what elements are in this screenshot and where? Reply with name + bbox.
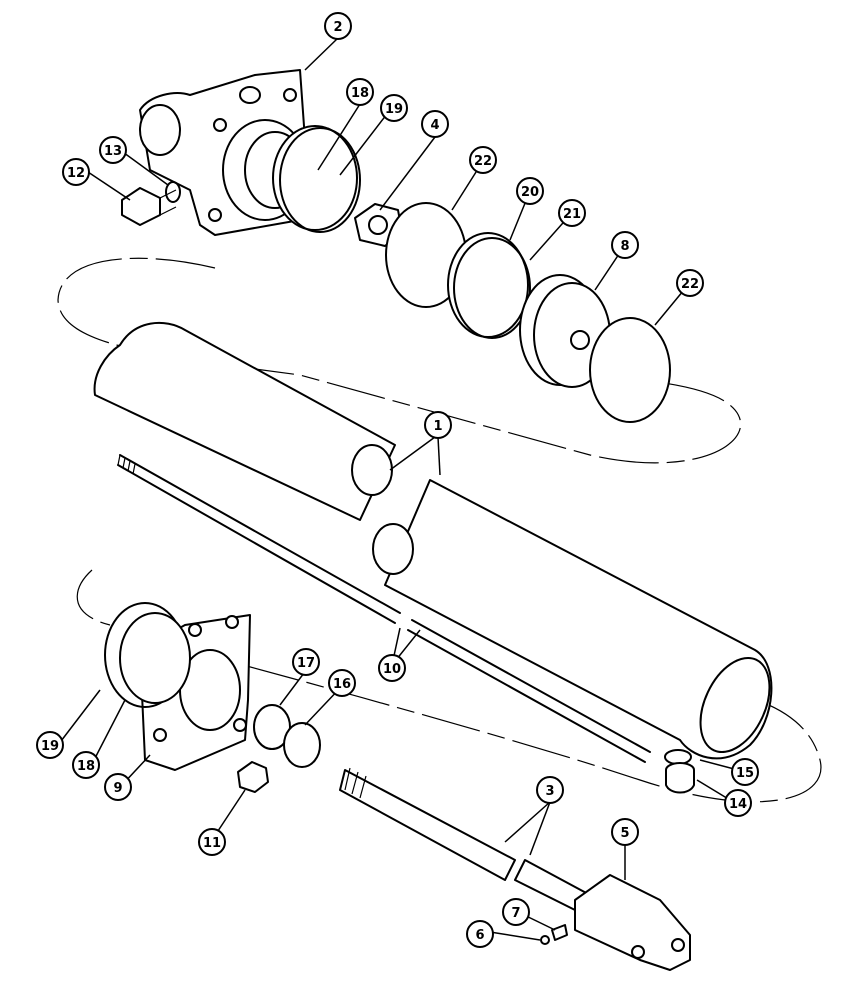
grease-fitting-7 — [551, 924, 568, 941]
svg-text:10: 10 — [383, 662, 401, 677]
head-end-cap — [139, 69, 308, 236]
svg-text:4: 4 — [430, 118, 439, 133]
hex-nut-11 — [237, 761, 269, 793]
callout-3: 3 — [536, 776, 564, 804]
callout-7: 7 — [502, 898, 530, 926]
backup-ring-22-b — [589, 317, 671, 423]
seal-ring-18-rod — [119, 612, 191, 704]
plug-12 — [121, 187, 177, 226]
callout-22-b: 22 — [676, 269, 704, 297]
svg-text:9: 9 — [113, 781, 122, 796]
callout-6: 6 — [466, 920, 494, 948]
svg-text:15: 15 — [736, 766, 754, 781]
svg-text:7: 7 — [511, 906, 520, 921]
o-ring-13 — [165, 181, 181, 203]
callout-21: 21 — [558, 199, 586, 227]
piston-rod — [339, 767, 591, 916]
svg-text:20: 20 — [521, 185, 539, 200]
svg-text:22: 22 — [474, 154, 492, 169]
callout-4: 4 — [421, 110, 449, 138]
svg-text:14: 14 — [729, 797, 747, 812]
callout-11: 11 — [198, 828, 226, 856]
callout-22-a: 22 — [469, 146, 497, 174]
svg-text:3: 3 — [545, 784, 554, 799]
callout-19-rod: 19 — [36, 731, 64, 759]
svg-text:13: 13 — [104, 144, 122, 159]
port-plug-14 — [665, 762, 695, 794]
callout-12: 12 — [62, 158, 90, 186]
seal-17 — [253, 704, 291, 750]
callout-18-rod: 18 — [72, 751, 100, 779]
callout-16: 16 — [328, 669, 356, 697]
set-screw-6 — [540, 935, 550, 945]
callout-2: 2 — [324, 12, 352, 40]
svg-text:12: 12 — [67, 166, 85, 181]
tie-rod — [117, 454, 651, 763]
svg-text:2: 2 — [333, 20, 342, 35]
svg-text:19: 19 — [385, 102, 403, 117]
svg-text:8: 8 — [620, 239, 629, 254]
svg-text:17: 17 — [297, 656, 315, 671]
callout-15: 15 — [731, 758, 759, 786]
svg-text:1: 1 — [433, 419, 442, 434]
clevis-5 — [574, 874, 691, 971]
callout-8: 8 — [611, 231, 639, 259]
callout-1: 1 — [424, 411, 452, 439]
seal-16 — [283, 722, 321, 768]
svg-text:18: 18 — [77, 759, 95, 774]
seal-ring-18-head — [272, 125, 358, 231]
callout-14: 14 — [724, 789, 752, 817]
o-ring-15 — [664, 749, 692, 765]
callout-9: 9 — [104, 773, 132, 801]
callout-20: 20 — [516, 177, 544, 205]
callout-18-head: 18 — [346, 78, 374, 106]
callout-5: 5 — [611, 818, 639, 846]
callout-10: 10 — [378, 654, 406, 682]
svg-text:11: 11 — [203, 836, 221, 851]
svg-text:18: 18 — [351, 86, 369, 101]
callout-17: 17 — [292, 648, 320, 676]
svg-text:19: 19 — [41, 739, 59, 754]
callout-13: 13 — [99, 136, 127, 164]
svg-text:6: 6 — [475, 928, 484, 943]
svg-text:16: 16 — [333, 677, 351, 692]
cylinder-barrel — [93, 321, 773, 760]
svg-text:21: 21 — [563, 207, 581, 222]
o-ring-19-head — [279, 127, 361, 233]
svg-text:22: 22 — [681, 277, 699, 292]
callout-19-head: 19 — [380, 94, 408, 122]
svg-text:5: 5 — [620, 826, 629, 841]
o-ring-21 — [453, 237, 531, 339]
